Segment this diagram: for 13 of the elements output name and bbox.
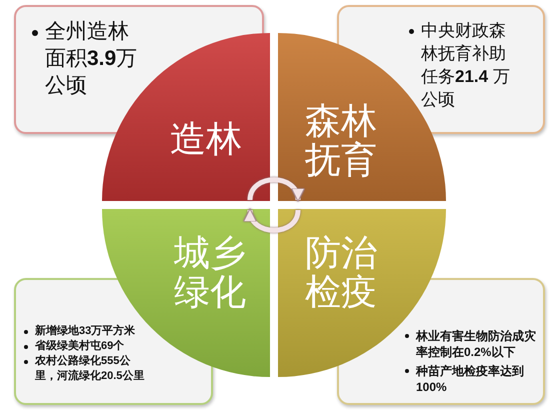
bullet-text: 中央财政森林抚育补助任务21.4 万公顷 xyxy=(421,20,511,111)
segment-label: 城乡绿化 xyxy=(174,233,247,311)
segment-label: 造林 xyxy=(170,119,243,158)
bullet-text: 新增绿地33万平方米 xyxy=(35,324,136,339)
bullet-text: 全州造林面积3.9万公顷 xyxy=(45,19,138,99)
segment-label: 森林抚育 xyxy=(305,101,378,179)
curved-arrow xyxy=(248,177,304,202)
bullet-text: 省级绿美村屯69个 xyxy=(35,339,124,354)
segment-label: 防治检疫 xyxy=(305,233,378,311)
bullet-text: 种苗产地检疫率达到100% xyxy=(416,363,525,395)
bullet-text: 林业有害生物防治成灾率控制在0.2%以下 xyxy=(416,328,537,360)
bullet-text: 农村公路绿化555公里，河流绿化20.5公里 xyxy=(35,354,146,384)
curved-arrow xyxy=(244,208,300,233)
